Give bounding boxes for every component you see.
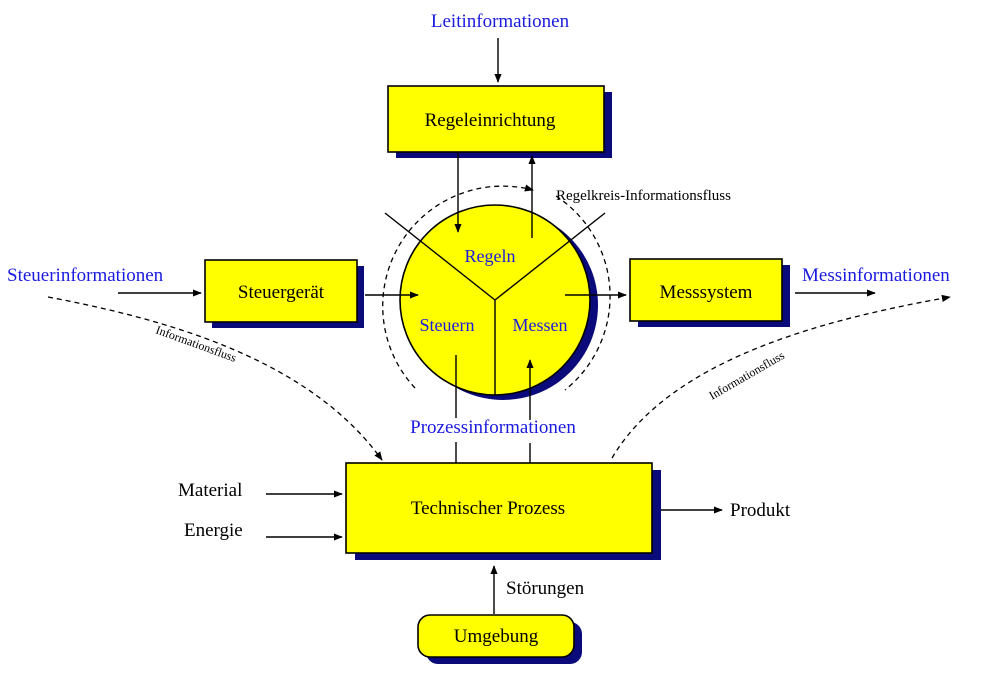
prozessinformationen-label: Prozessinformationen (410, 417, 576, 438)
regelkreis-label: Regelkreis-Informationsfluss (556, 188, 731, 204)
informationsfluss-left-curve (47, 296, 383, 461)
informationsfluss-right-label: Informationsfluss (707, 348, 788, 403)
informationsfluss-right-curve (611, 294, 951, 459)
leitinformationen-label: Leitinformationen (431, 11, 570, 32)
produkt-label: Produkt (730, 500, 791, 521)
regeln-label: Regeln (465, 246, 516, 266)
regeleinrichtung-block: Regeleinrichtung (387, 85, 612, 158)
steuergeraet-label: Steuergerät (238, 282, 325, 303)
steuerinformationen-label: Steuerinformationen (7, 265, 164, 286)
material-label: Material (178, 480, 242, 501)
regelkreis-arc-right (555, 195, 611, 391)
regelkreis-arc-left (382, 184, 534, 389)
function-circle: Regeln Steuern Messen (384, 204, 606, 400)
messsystem-label: Messsystem (660, 282, 753, 303)
prozess-block: Technischer Prozess (345, 462, 661, 560)
umgebung-block: Umgebung (417, 614, 582, 664)
steuern-label: Steuern (420, 315, 475, 335)
messen-label: Messen (513, 315, 568, 335)
steuergeraet-block: Steuergerät (204, 259, 364, 328)
prozess-label: Technischer Prozess (411, 498, 565, 519)
energie-label: Energie (184, 520, 243, 541)
divider-right (494, 212, 606, 301)
stoerungen-label: Störungen (506, 578, 585, 599)
messinformationen-label: Messinformationen (802, 265, 950, 286)
informationsfluss-left-label: Informationsfluss (154, 323, 239, 365)
regeleinrichtung-label: Regeleinrichtung (425, 110, 556, 131)
umgebung-label: Umgebung (454, 626, 539, 647)
divider-left (384, 212, 496, 301)
messsystem-block: Messsystem (629, 258, 790, 327)
